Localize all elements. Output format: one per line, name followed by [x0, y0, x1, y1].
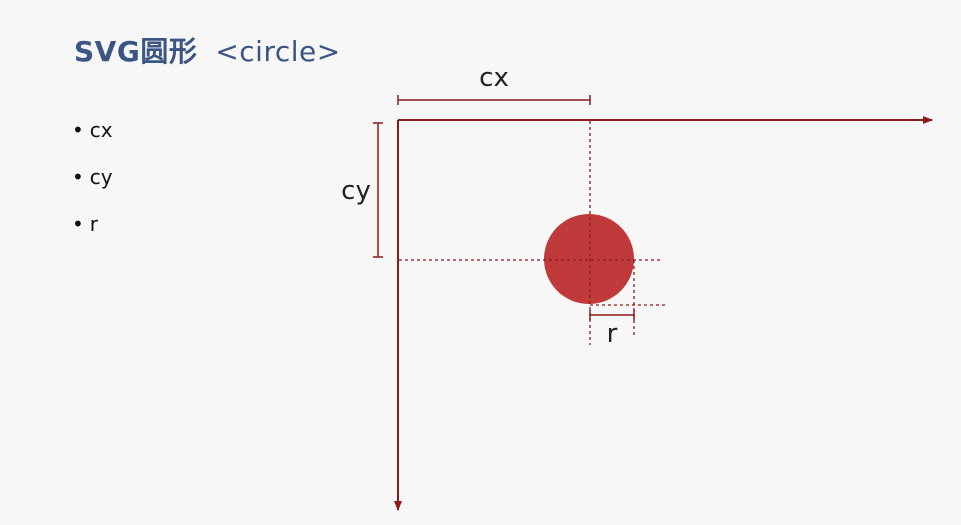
- bullet-list: cx cy r: [72, 115, 113, 256]
- cy-label: cy: [341, 176, 371, 206]
- title-main: SVG圆形: [74, 35, 198, 68]
- cx-dimension: [397, 95, 591, 105]
- bullet-cy: cy: [72, 162, 113, 209]
- bullet-r: r: [72, 209, 113, 256]
- title-sub: <circle>: [215, 35, 341, 68]
- r-dimension: [589, 310, 635, 320]
- cy-dimension: [373, 122, 383, 258]
- bullet-cx: cx: [72, 115, 113, 162]
- cx-label: cx: [479, 63, 509, 93]
- slide-title: SVG圆形 <circle>: [74, 30, 341, 70]
- r-label: r: [607, 319, 618, 349]
- red-circle: [544, 214, 634, 304]
- dashed-guides: [399, 121, 665, 345]
